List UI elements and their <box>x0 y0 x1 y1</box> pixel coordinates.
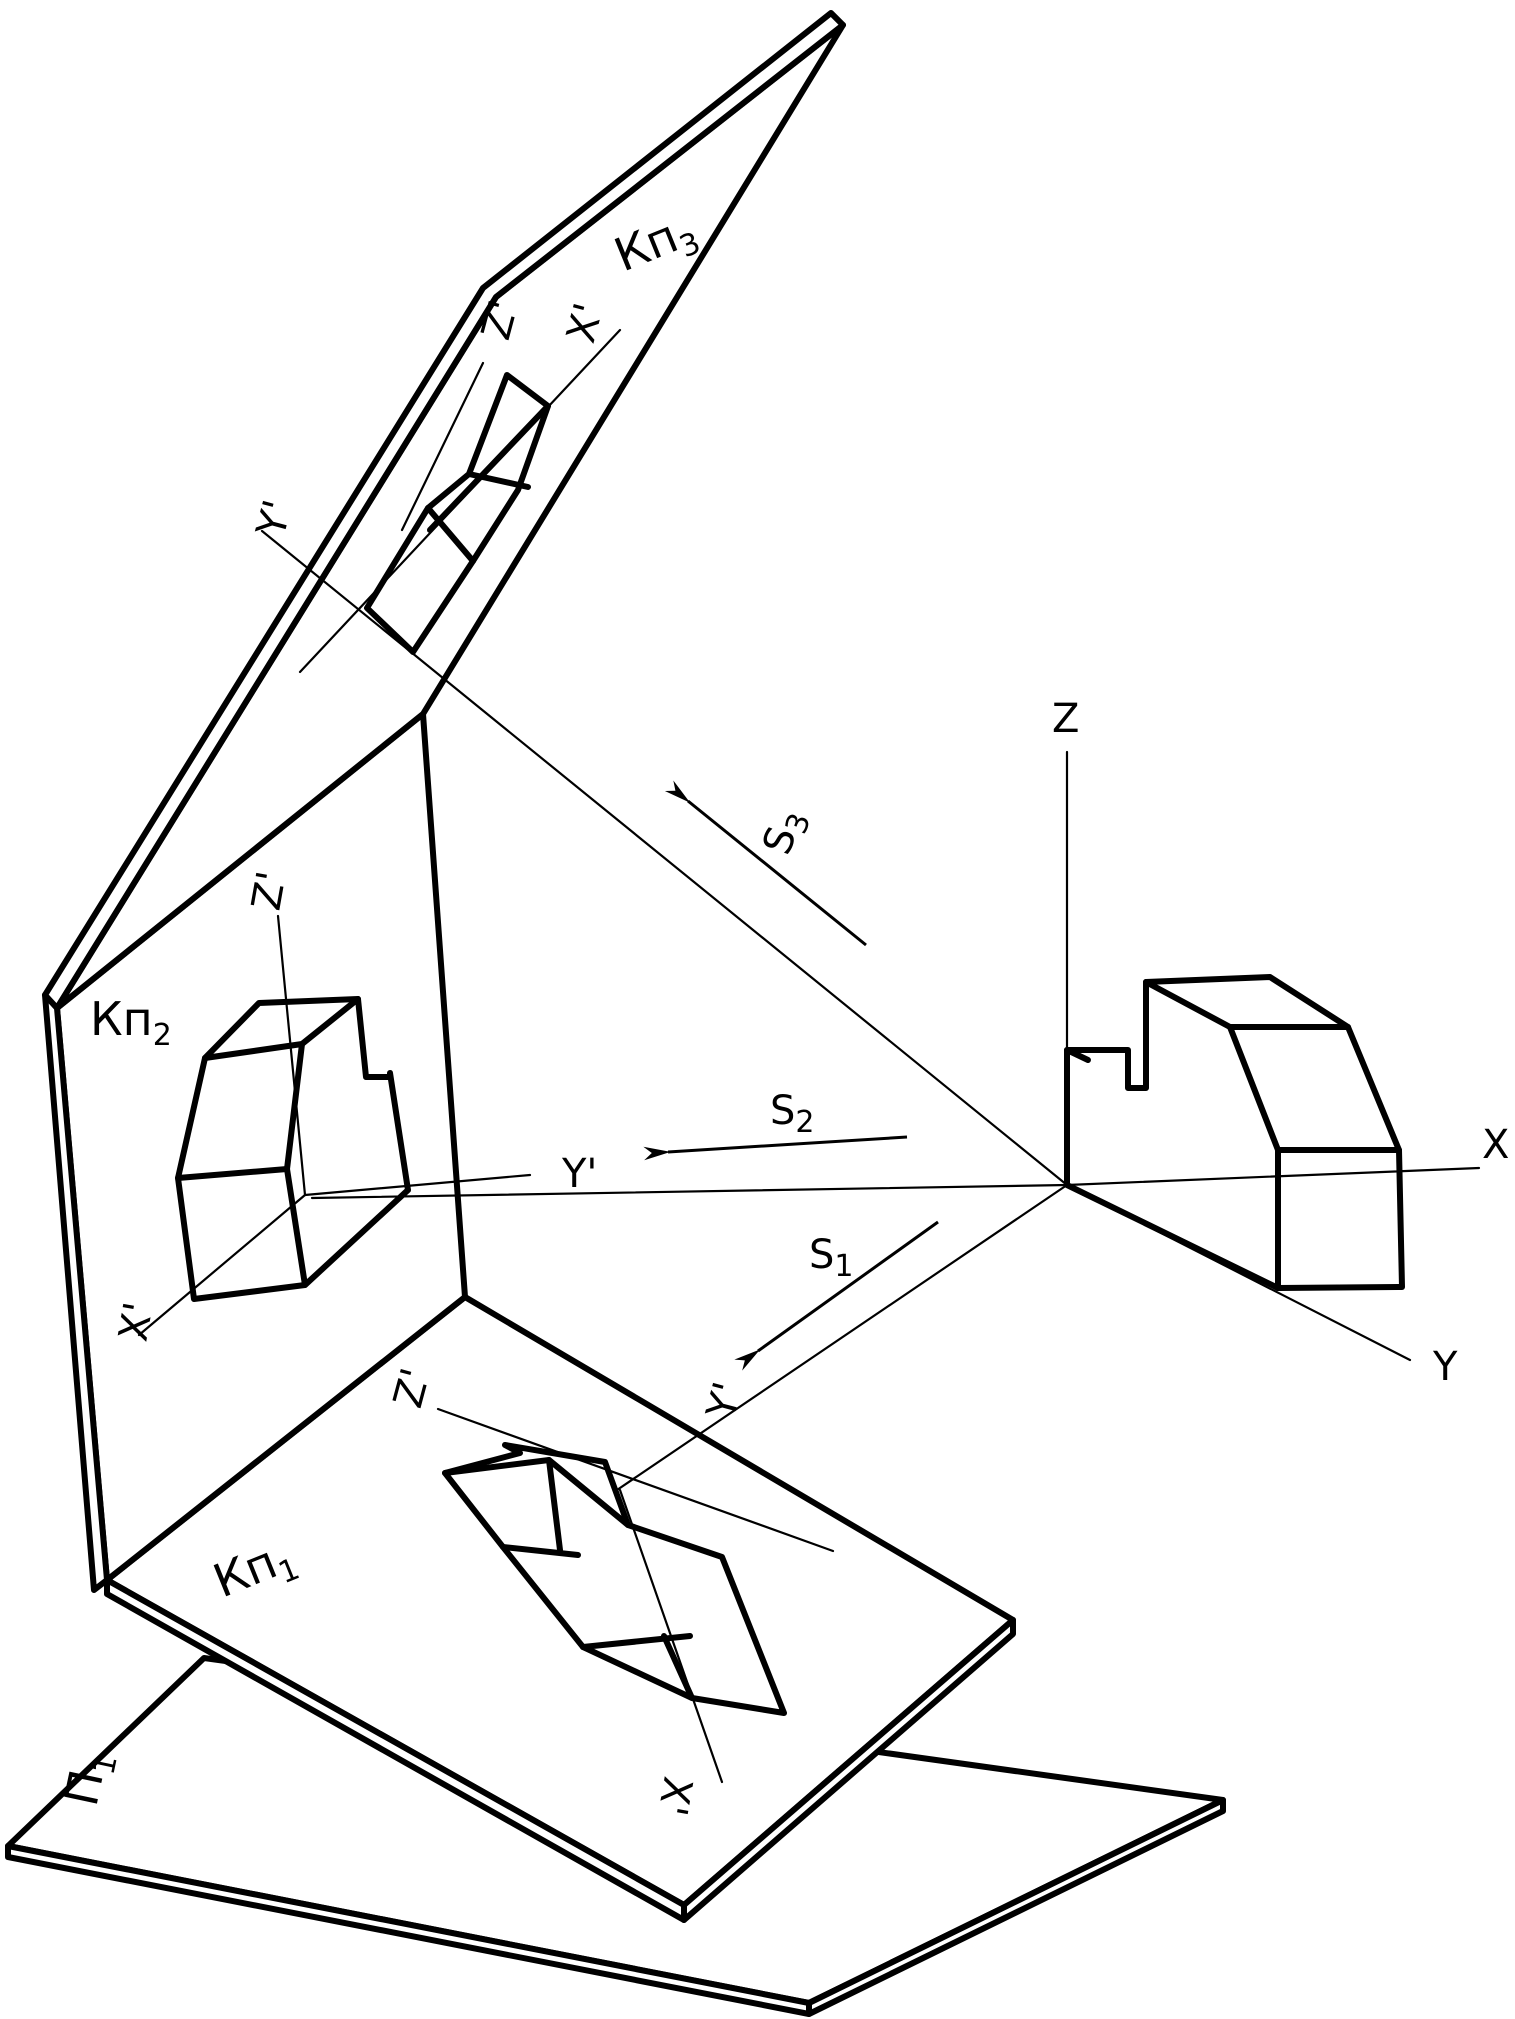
label-y: Y <box>1432 1344 1458 1390</box>
label-kp2: Кп2 <box>90 992 172 1053</box>
projection-kp2 <box>137 914 532 1337</box>
label-z: Z <box>1052 696 1079 742</box>
plane-kp3 <box>42 10 846 1011</box>
projection-kp1 <box>436 1407 835 1784</box>
direction-arrows <box>643 780 939 1371</box>
s1-arrow <box>734 1220 939 1371</box>
original-object <box>1064 974 1405 1291</box>
label-s1: S1 <box>809 1232 853 1284</box>
label-kp2-z-prime: Z' <box>244 868 296 914</box>
label-kp2-y-prime: Y' <box>561 1151 597 1197</box>
label-kp3-y-prime: Y' <box>248 495 302 542</box>
label-x: X <box>1482 1122 1509 1168</box>
label-kp1-y-prime: Y' <box>698 1377 752 1424</box>
ray-to-kp2 <box>310 1183 1069 1200</box>
x-axis <box>1065 1166 1481 1187</box>
label-kp1-x-prime: X' <box>648 1773 700 1819</box>
s3-arrow <box>664 780 867 947</box>
label-s3: S3 <box>754 803 818 863</box>
ray-to-kp1 <box>615 1183 1069 1492</box>
label-kp2-x-prime: X' <box>111 1299 163 1345</box>
s2-arrow <box>643 1135 908 1161</box>
label-s2: S2 <box>770 1088 814 1140</box>
plane-kp1 <box>104 1294 1016 1923</box>
projection-kp3 <box>298 328 622 674</box>
